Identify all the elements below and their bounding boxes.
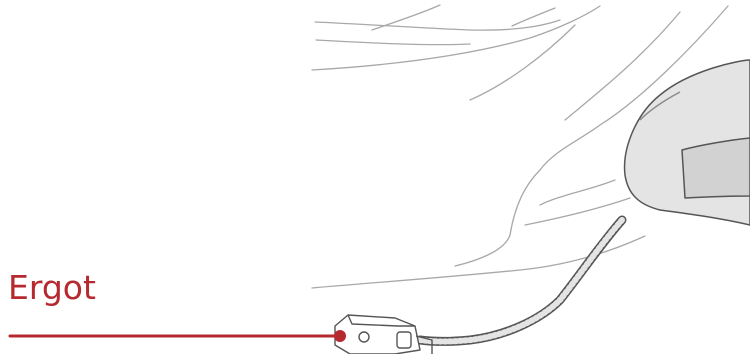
flexible-boom-cable xyxy=(415,215,627,346)
callout-dot xyxy=(334,330,346,342)
intercom-unit xyxy=(623,59,750,226)
helmet-shell xyxy=(311,4,729,289)
callout-leader xyxy=(8,330,346,342)
microphone-clip xyxy=(334,314,433,354)
callout-label-ergot: Ergot xyxy=(8,268,96,307)
